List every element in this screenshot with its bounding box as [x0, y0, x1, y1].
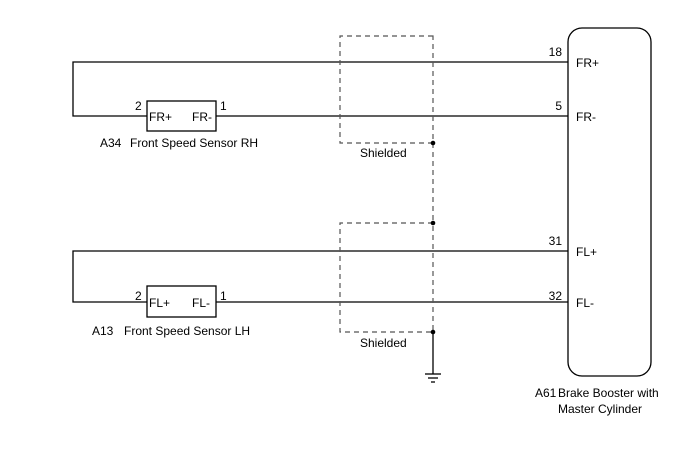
sensor-lh-connector-id: A13	[92, 324, 114, 338]
sensor-lh-name: Front Speed Sensor LH	[124, 324, 250, 338]
sensor-lh-term-right: FL-	[192, 296, 210, 310]
sensor-rh-term-left: FR+	[149, 110, 172, 124]
ecu-pin-32: 32	[549, 289, 563, 303]
sensor-rh-pin-left: 2	[135, 99, 142, 113]
sensor-lh-box	[146, 285, 217, 318]
ecu-pin-5: 5	[555, 99, 562, 113]
sensor-lh: FL+ FL- 2 1 A13 Front Speed Sensor LH	[92, 285, 250, 338]
ecu-terminal-fr-minus: FR-	[576, 110, 596, 124]
wire-fr-plus	[72, 61, 568, 117]
ecu-connector-id: A61	[535, 386, 557, 400]
ecu-terminal-fl-plus: FL+	[576, 245, 597, 259]
drain-junction-3	[430, 329, 436, 335]
lh-wiring	[72, 250, 568, 303]
ecu-pin-18: 18	[549, 45, 563, 59]
shield-lh-label: Shielded	[360, 336, 407, 350]
shield-rh-outline	[339, 35, 434, 144]
ecu-terminal-fr-plus: FR+	[576, 56, 599, 70]
shield-rh-label: Shielded	[360, 146, 407, 160]
ecu-terminal-fl-minus: FL-	[576, 296, 594, 310]
rh-wiring	[72, 61, 568, 117]
sensor-rh-name: Front Speed Sensor RH	[130, 136, 258, 150]
sensor-rh: FR+ FR- 2 1 A34 Front Speed Sensor RH	[100, 99, 258, 150]
sensor-lh-pin-right: 1	[220, 289, 227, 303]
sensor-rh-term-right: FR-	[192, 110, 212, 124]
ecu-name-line2: Master Cylinder	[558, 402, 642, 416]
sensor-rh-pin-right: 1	[220, 99, 227, 113]
sensor-rh-connector-id: A34	[100, 136, 122, 150]
ecu-pin-31: 31	[549, 234, 563, 248]
sensor-rh-box	[146, 100, 217, 132]
wire-fl-plus	[72, 250, 568, 303]
ecu-block: FR+ FR- FL+ FL- A61 Brake Booster with M…	[535, 27, 659, 416]
drain-junction-1	[430, 140, 436, 146]
shield-drain	[430, 140, 436, 374]
sensor-lh-term-left: FL+	[149, 296, 170, 310]
ground-icon	[425, 373, 441, 383]
ecu-outline	[567, 27, 652, 377]
shield-lh-outline	[339, 222, 434, 333]
ecu-name-line1: Brake Booster with	[558, 386, 659, 400]
shield-rh: Shielded	[339, 35, 434, 160]
drain-junction-2	[430, 220, 436, 226]
sensor-lh-pin-left: 2	[135, 289, 142, 303]
shield-lh: Shielded	[339, 222, 434, 350]
